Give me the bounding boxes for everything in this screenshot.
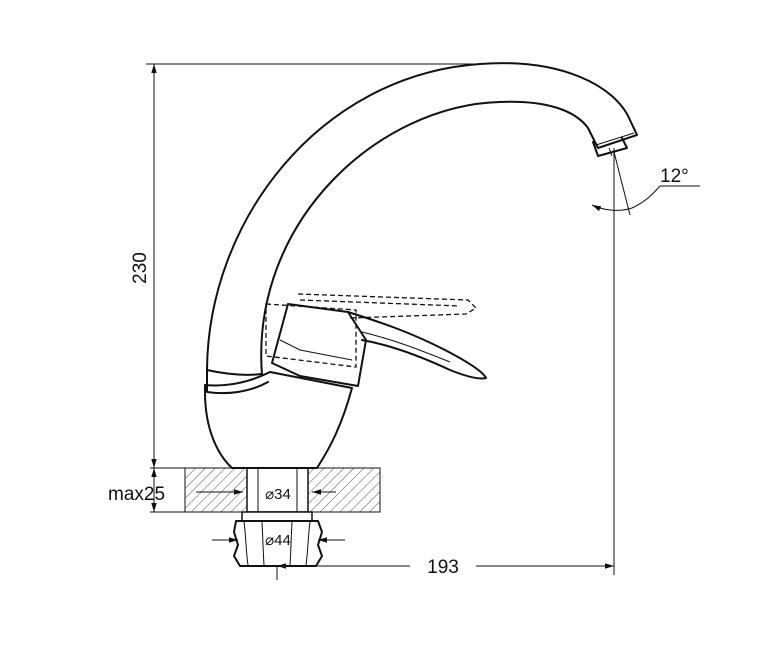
faucet-spout xyxy=(206,62,638,376)
spout-angle-lines xyxy=(591,148,700,575)
faucet-body xyxy=(204,369,353,469)
mounting-shank xyxy=(246,467,309,513)
height-label: 230 xyxy=(130,252,151,284)
hole-diameter-label: ⌀34 xyxy=(265,486,291,503)
reach-dimension xyxy=(276,563,614,580)
reach-label: 193 xyxy=(427,557,459,578)
max-thickness-label: max25 xyxy=(108,484,165,505)
lever-handle xyxy=(271,303,487,387)
spout-angle-label: 12° xyxy=(660,166,689,187)
thickness-dimension xyxy=(151,468,336,512)
nut-diameter-label: ⌀44 xyxy=(265,532,291,549)
lever-raised-outline xyxy=(265,293,478,368)
height-dimension xyxy=(146,63,480,468)
